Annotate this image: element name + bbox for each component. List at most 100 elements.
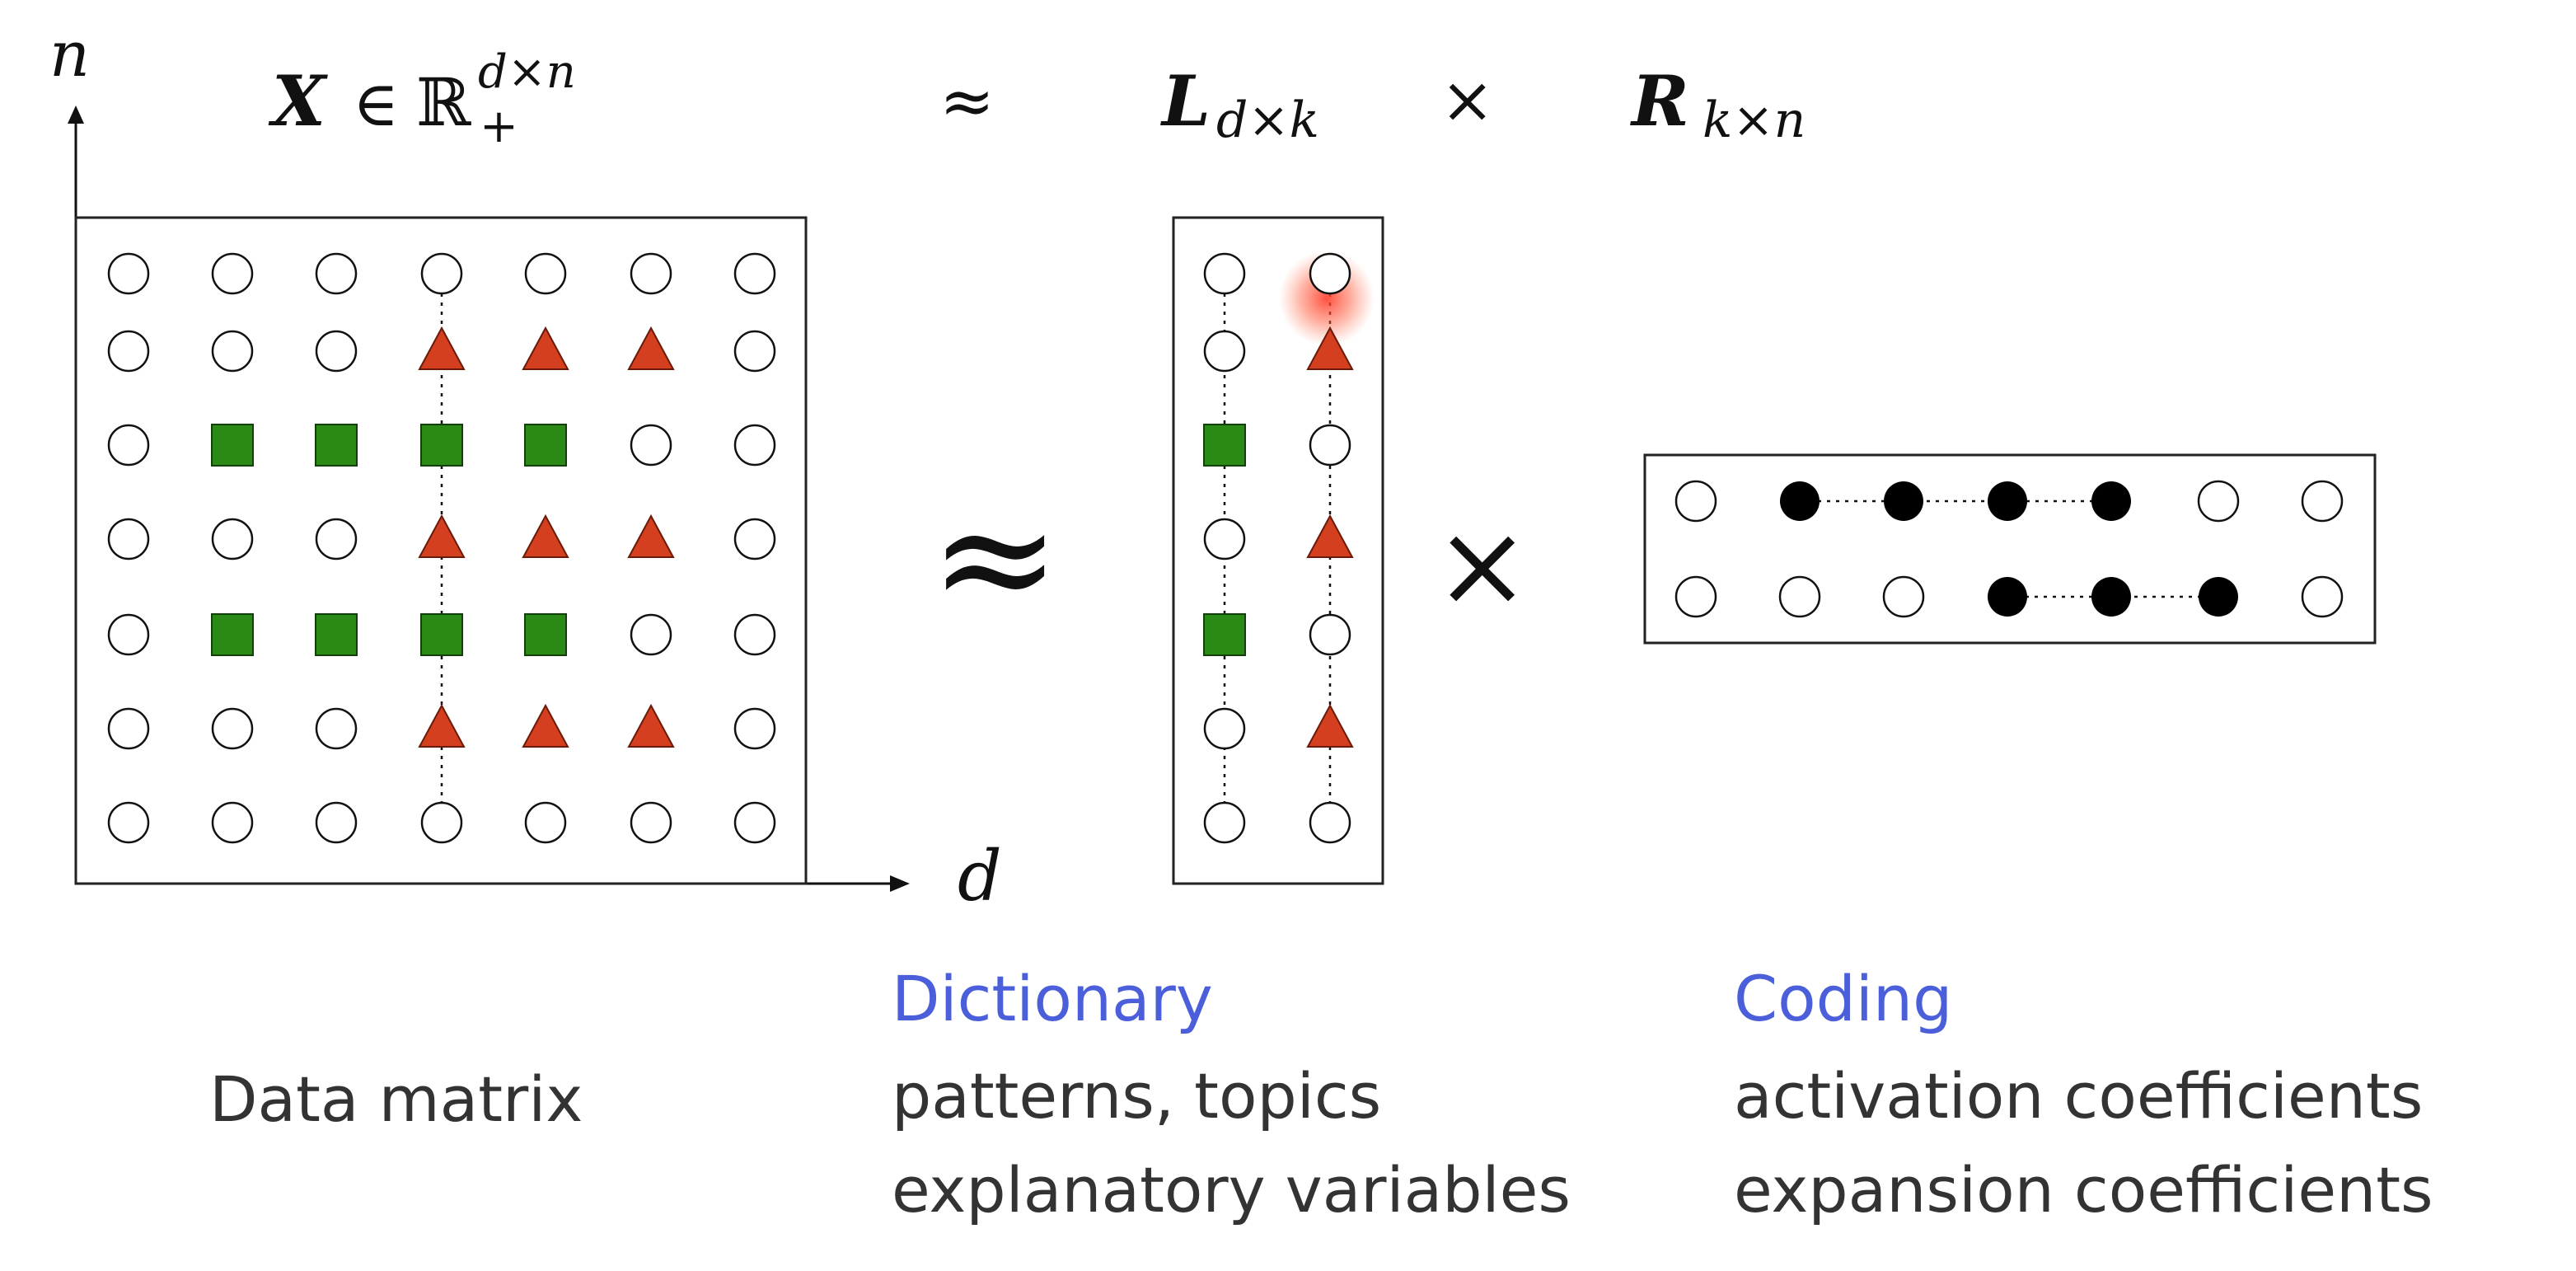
data-matrix-cell bbox=[315, 330, 358, 373]
coding-matrix-cell bbox=[1882, 575, 1925, 618]
coding-matrix-cell bbox=[1884, 481, 1923, 521]
data-matrix-cell bbox=[733, 801, 776, 844]
coding-title: Coding bbox=[1734, 962, 1952, 1035]
coding-matrix-cell bbox=[1780, 481, 1820, 521]
dictionary-desc-line1: patterns, topics bbox=[892, 1059, 1381, 1133]
coding-desc-line2: expansion coefficients bbox=[1734, 1153, 2433, 1226]
coding-matrix-cell bbox=[2301, 575, 2344, 618]
data-matrix-cell bbox=[107, 424, 150, 467]
dictionary-matrix-cell bbox=[1306, 703, 1354, 748]
coding-matrix-cell bbox=[1778, 575, 1821, 618]
data-matrix-cells bbox=[107, 252, 776, 844]
data-matrix-cell bbox=[107, 252, 150, 295]
data-matrix-cell bbox=[733, 252, 776, 295]
coding-matrix-cell bbox=[2197, 480, 2240, 523]
data-matrix-cell bbox=[315, 707, 358, 750]
dictionary-matrix-cells bbox=[1203, 252, 1354, 844]
data-matrix-cell bbox=[627, 703, 675, 748]
data-matrix-axes bbox=[68, 106, 910, 892]
data-matrix-cell bbox=[630, 613, 672, 656]
data-matrix-cell bbox=[524, 424, 567, 467]
dictionary-matrix-cell bbox=[1203, 518, 1246, 560]
coding-matrix-cell bbox=[1674, 575, 1717, 618]
data-matrix-cell bbox=[733, 518, 776, 560]
coding-desc-line1: activation coefficients bbox=[1734, 1059, 2423, 1133]
data-matrix-cell bbox=[315, 801, 358, 844]
data-matrix-cell bbox=[315, 424, 358, 467]
data-matrix-cell bbox=[107, 801, 150, 844]
dictionary-matrix-cell bbox=[1309, 252, 1351, 295]
data-matrix-cell bbox=[107, 613, 150, 656]
dictionary-matrix-cell bbox=[1306, 326, 1354, 370]
dictionary-title: Dictionary bbox=[892, 962, 1213, 1035]
data-matrix-cell bbox=[524, 801, 567, 844]
data-matrix-label: Data matrix bbox=[209, 1062, 583, 1136]
dictionary-matrix-cell bbox=[1309, 801, 1351, 844]
coding-matrix-cells bbox=[1674, 480, 2344, 618]
data-matrix-cell bbox=[211, 252, 254, 295]
data-matrix-cell bbox=[630, 801, 672, 844]
axis-label-n: n bbox=[49, 17, 90, 91]
formula-l-subscript: d×k bbox=[1216, 91, 1319, 149]
data-matrix-cell bbox=[420, 613, 463, 656]
data-matrix-cell bbox=[418, 326, 466, 370]
formula-in-symbol: ∈ bbox=[353, 67, 399, 140]
data-matrix-cell bbox=[315, 613, 358, 656]
dictionary-matrix-cell bbox=[1203, 424, 1246, 467]
formula-times: × bbox=[1440, 63, 1494, 138]
data-matrix-cell bbox=[418, 514, 466, 558]
coding-matrix-cell bbox=[2301, 480, 2344, 523]
dictionary-matrix-cell bbox=[1203, 613, 1246, 656]
data-matrix-cell bbox=[107, 707, 150, 750]
data-matrix-cell bbox=[107, 518, 150, 560]
data-matrix-cell bbox=[733, 613, 776, 656]
dictionary-matrix-cell bbox=[1203, 330, 1246, 373]
data-matrix-cell bbox=[420, 801, 463, 844]
dictionary-matrix-cell bbox=[1203, 801, 1246, 844]
data-matrix-cell bbox=[211, 424, 254, 467]
dictionary-matrix-cell bbox=[1203, 707, 1246, 750]
approx-operator: ≈ bbox=[930, 467, 1061, 649]
data-matrix-cell bbox=[418, 703, 466, 748]
data-matrix-cell bbox=[211, 330, 254, 373]
data-matrix-cell bbox=[211, 707, 254, 750]
data-matrix-cell bbox=[733, 424, 776, 467]
formula-reals-subscript: + bbox=[480, 100, 518, 153]
data-matrix-cell bbox=[107, 330, 150, 373]
data-matrix-cell bbox=[630, 252, 672, 295]
data-matrix-cell bbox=[524, 252, 567, 295]
data-matrix-cell bbox=[522, 514, 569, 558]
data-matrix-cell bbox=[733, 330, 776, 373]
data-matrix-cell bbox=[211, 518, 254, 560]
formula-reals: ℝ bbox=[416, 64, 472, 141]
dictionary-desc-line2: explanatory variables bbox=[892, 1153, 1571, 1226]
formula-reals-superscript: d×n bbox=[478, 45, 576, 99]
coding-matrix-cell bbox=[1988, 577, 2027, 617]
formula-x-bold: X bbox=[268, 60, 328, 142]
axis-label-d: d bbox=[958, 836, 1002, 917]
data-matrix-cell bbox=[315, 518, 358, 560]
coding-matrix-cell bbox=[2199, 577, 2238, 617]
data-matrix-cell bbox=[627, 514, 675, 558]
coding-matrix-cell bbox=[2091, 481, 2131, 521]
coding-matrix-cell bbox=[2091, 577, 2131, 617]
data-matrix-frame bbox=[74, 216, 808, 885]
data-matrix-cell bbox=[522, 703, 569, 748]
data-matrix-cell bbox=[522, 326, 569, 370]
data-matrix-cell bbox=[315, 252, 358, 295]
data-matrix-cell bbox=[524, 613, 567, 656]
data-matrix-cell bbox=[627, 326, 675, 370]
formula-approx: ≈ bbox=[939, 63, 995, 139]
formula-r-bold: R bbox=[1630, 60, 1689, 142]
data-matrix-cell bbox=[211, 613, 254, 656]
coding-matrix-frame bbox=[1643, 453, 2377, 645]
data-matrix-cell bbox=[420, 252, 463, 295]
dictionary-matrix-cell bbox=[1309, 424, 1351, 467]
coding-matrix-cell bbox=[1674, 480, 1717, 523]
times-operator: × bbox=[1434, 499, 1530, 633]
data-matrix-cell bbox=[211, 801, 254, 844]
data-matrix-cell bbox=[630, 424, 672, 467]
formula-l-bold: L bbox=[1160, 60, 1211, 142]
dictionary-matrix-frame bbox=[1172, 216, 1384, 885]
